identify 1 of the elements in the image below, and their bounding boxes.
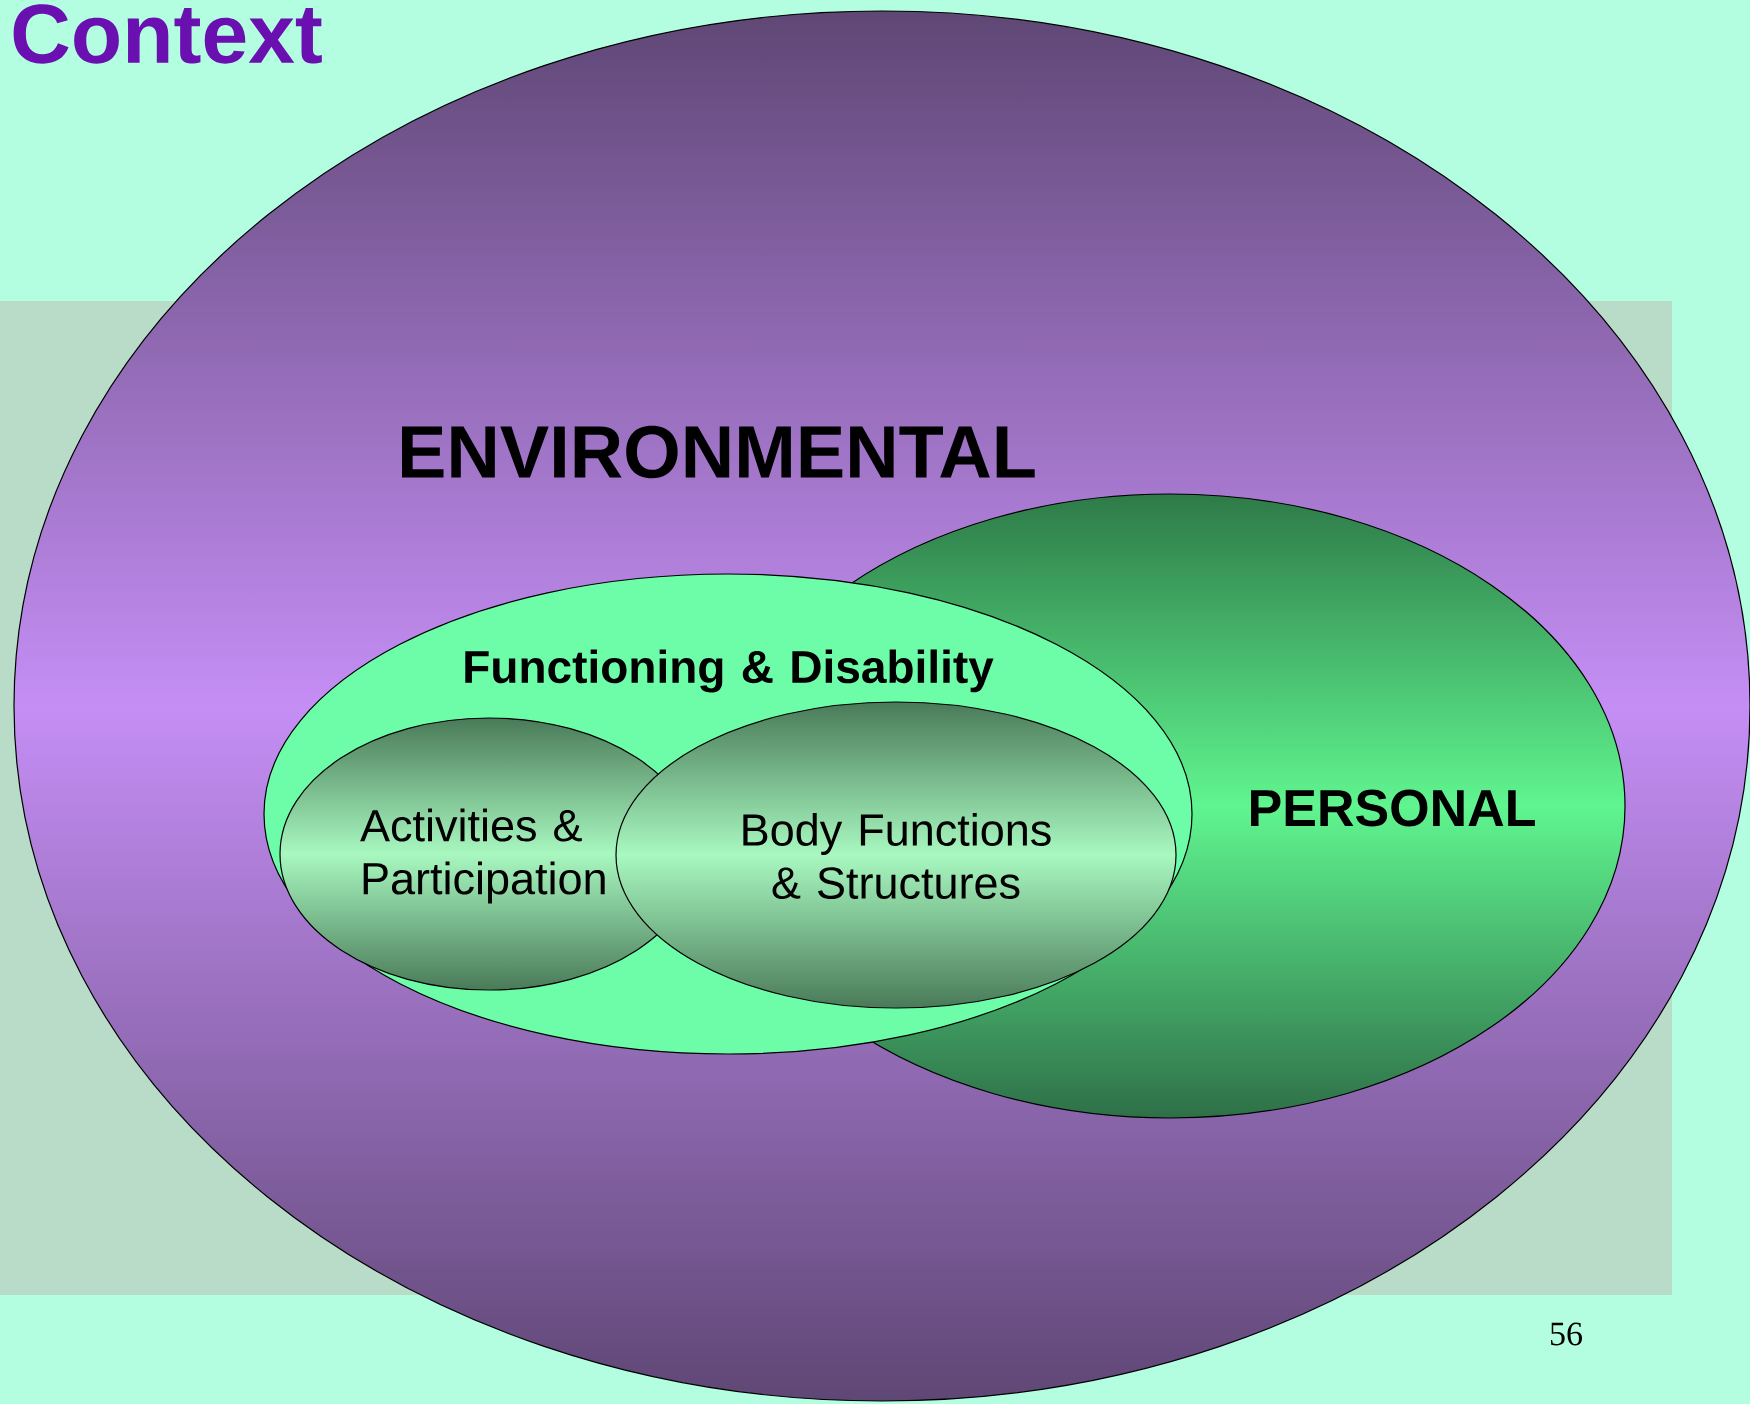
page-number: 56 bbox=[1551, 1322, 1582, 1346]
